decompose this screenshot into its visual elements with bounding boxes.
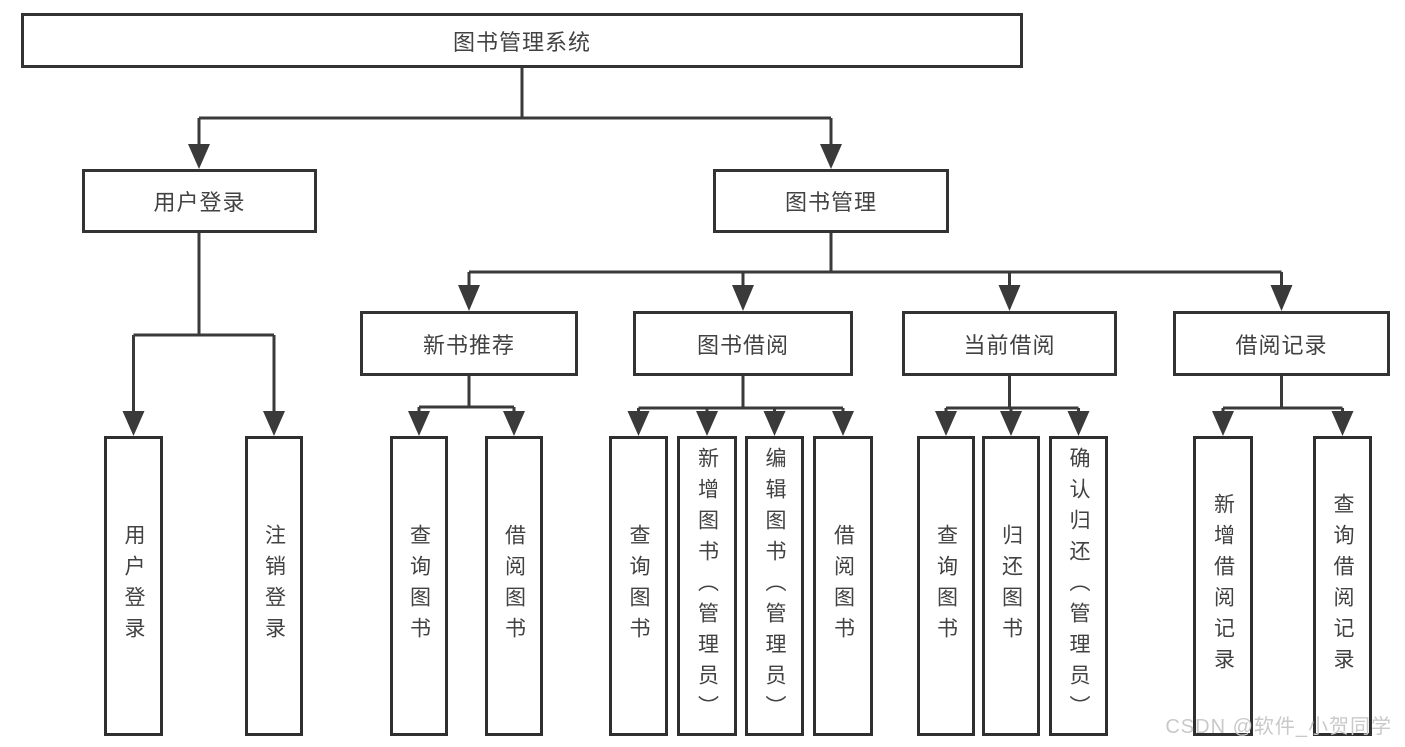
leaf-query-books-current: 查询图书: [917, 436, 975, 736]
leaf-confirm-return-admin: 确认归还（管理员）: [1049, 436, 1108, 736]
leaf-user-login: 用户登录: [104, 436, 163, 736]
arrowhead-icon: [188, 144, 210, 169]
edge-root-to-level2: [188, 68, 842, 169]
arrowhead-icon: [935, 411, 957, 436]
arrowhead-icon: [503, 411, 525, 436]
arrowhead-icon: [832, 411, 854, 436]
leaf-label: 查询图书: [407, 524, 431, 648]
node-root-system: 图书管理系统: [21, 13, 1023, 68]
leaf-label: 借阅图书: [831, 524, 855, 648]
node-label: 图书管理: [784, 190, 877, 215]
leaf-label: 借阅图书: [502, 524, 526, 648]
arrowhead-icon: [763, 411, 786, 436]
leaf-query-books-borrowing: 查询图书: [609, 436, 668, 736]
leaf-label: 查询借阅记录: [1331, 493, 1354, 679]
leaf-return-books: 归还图书: [982, 436, 1040, 736]
node-label: 新书推荐: [422, 332, 515, 358]
arrowhead-icon: [1212, 411, 1234, 436]
arrowhead-icon: [1000, 411, 1022, 436]
leaf-query-borrow-record: 查询借阅记录: [1313, 436, 1372, 736]
arrowhead-icon: [998, 285, 1021, 311]
leaf-label: 确认归还（管理员）: [1067, 446, 1090, 726]
arrowhead-icon: [732, 285, 754, 311]
leaf-label: 查询图书: [934, 524, 958, 648]
leaf-label: 用户登录: [122, 524, 145, 648]
edge-book-borrowing-to-leaves: [627, 376, 854, 436]
arrowhead-icon: [1331, 411, 1354, 436]
node-label: 图书管理系统: [452, 29, 591, 55]
node-label: 用户登录: [153, 190, 246, 215]
arrowhead-icon: [1270, 285, 1293, 311]
arrowhead-icon: [122, 411, 145, 436]
arrowhead-icon: [627, 411, 650, 436]
edge-new-book-rec-to-leaves: [408, 376, 525, 436]
node-new-book-recommendation: 新书推荐: [360, 311, 578, 376]
edge-user-login-to-leaves: [122, 233, 285, 436]
leaf-label: 查询图书: [627, 524, 650, 648]
node-borrowing-records: 借阅记录: [1173, 311, 1390, 376]
node-label: 当前借阅: [963, 332, 1056, 358]
edge-book-management-to-level3: [458, 233, 1293, 311]
arrowhead-icon: [1067, 411, 1090, 436]
leaf-query-books-recommend: 查询图书: [390, 436, 448, 736]
leaf-borrow-books-recommend: 借阅图书: [485, 436, 543, 736]
node-book-borrowing: 图书借阅: [633, 311, 853, 376]
arrowhead-icon: [820, 144, 842, 169]
leaf-label: 注销登录: [262, 524, 286, 648]
arrowhead-icon: [696, 411, 718, 436]
arrowhead-icon: [263, 411, 285, 436]
leaf-label: 新增借阅记录: [1211, 493, 1235, 679]
leaf-label: 编辑图书（管理员）: [763, 446, 786, 726]
edge-borrowing-records-to-leaves: [1212, 376, 1354, 436]
leaf-borrow-books: 借阅图书: [813, 436, 873, 736]
node-book-management: 图书管理: [713, 169, 949, 233]
leaf-label: 新增图书（管理员）: [695, 446, 719, 726]
leaf-add-borrow-record: 新增借阅记录: [1193, 436, 1253, 736]
node-label: 图书借阅: [696, 332, 789, 358]
edge-current-borrowing-to-leaves: [935, 376, 1090, 436]
leaf-logout: 注销登录: [245, 436, 303, 736]
leaf-label: 归还图书: [999, 524, 1023, 648]
arrowhead-icon: [458, 285, 480, 311]
node-label: 借阅记录: [1235, 332, 1328, 358]
node-current-borrowing: 当前借阅: [902, 311, 1117, 376]
arrowhead-icon: [408, 411, 430, 436]
leaf-add-books-admin: 新增图书（管理员）: [677, 436, 737, 736]
watermark: CSDN @软件_小贺同学: [1165, 716, 1392, 738]
leaf-edit-books-admin: 编辑图书（管理员）: [745, 436, 804, 736]
node-user-login: 用户登录: [82, 169, 317, 233]
